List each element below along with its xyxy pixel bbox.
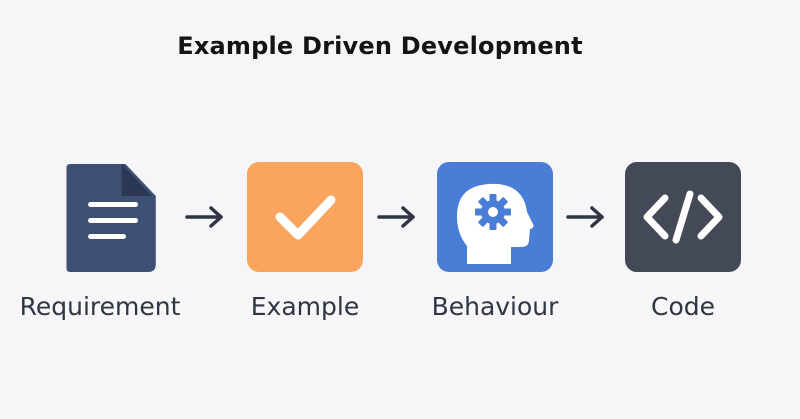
head-gear-icon xyxy=(437,160,553,272)
step-label-code: Code xyxy=(650,292,715,321)
diagram-title: Example Driven Development xyxy=(177,32,583,60)
arrow-icon xyxy=(564,205,608,229)
document-icon xyxy=(42,160,158,272)
step-label-example: Example xyxy=(250,292,360,321)
arrow-icon xyxy=(375,205,419,229)
arrow-icon xyxy=(183,205,227,229)
step-requirement: Requirement xyxy=(0,160,200,340)
step-label-behaviour: Behaviour xyxy=(431,292,559,321)
step-behaviour: Behaviour xyxy=(395,160,595,340)
checkmark-icon xyxy=(247,160,363,272)
code-brackets-icon xyxy=(625,160,741,272)
step-code: Code xyxy=(583,160,783,340)
step-example: Example xyxy=(205,160,405,340)
step-label-requirement: Requirement xyxy=(19,292,181,321)
